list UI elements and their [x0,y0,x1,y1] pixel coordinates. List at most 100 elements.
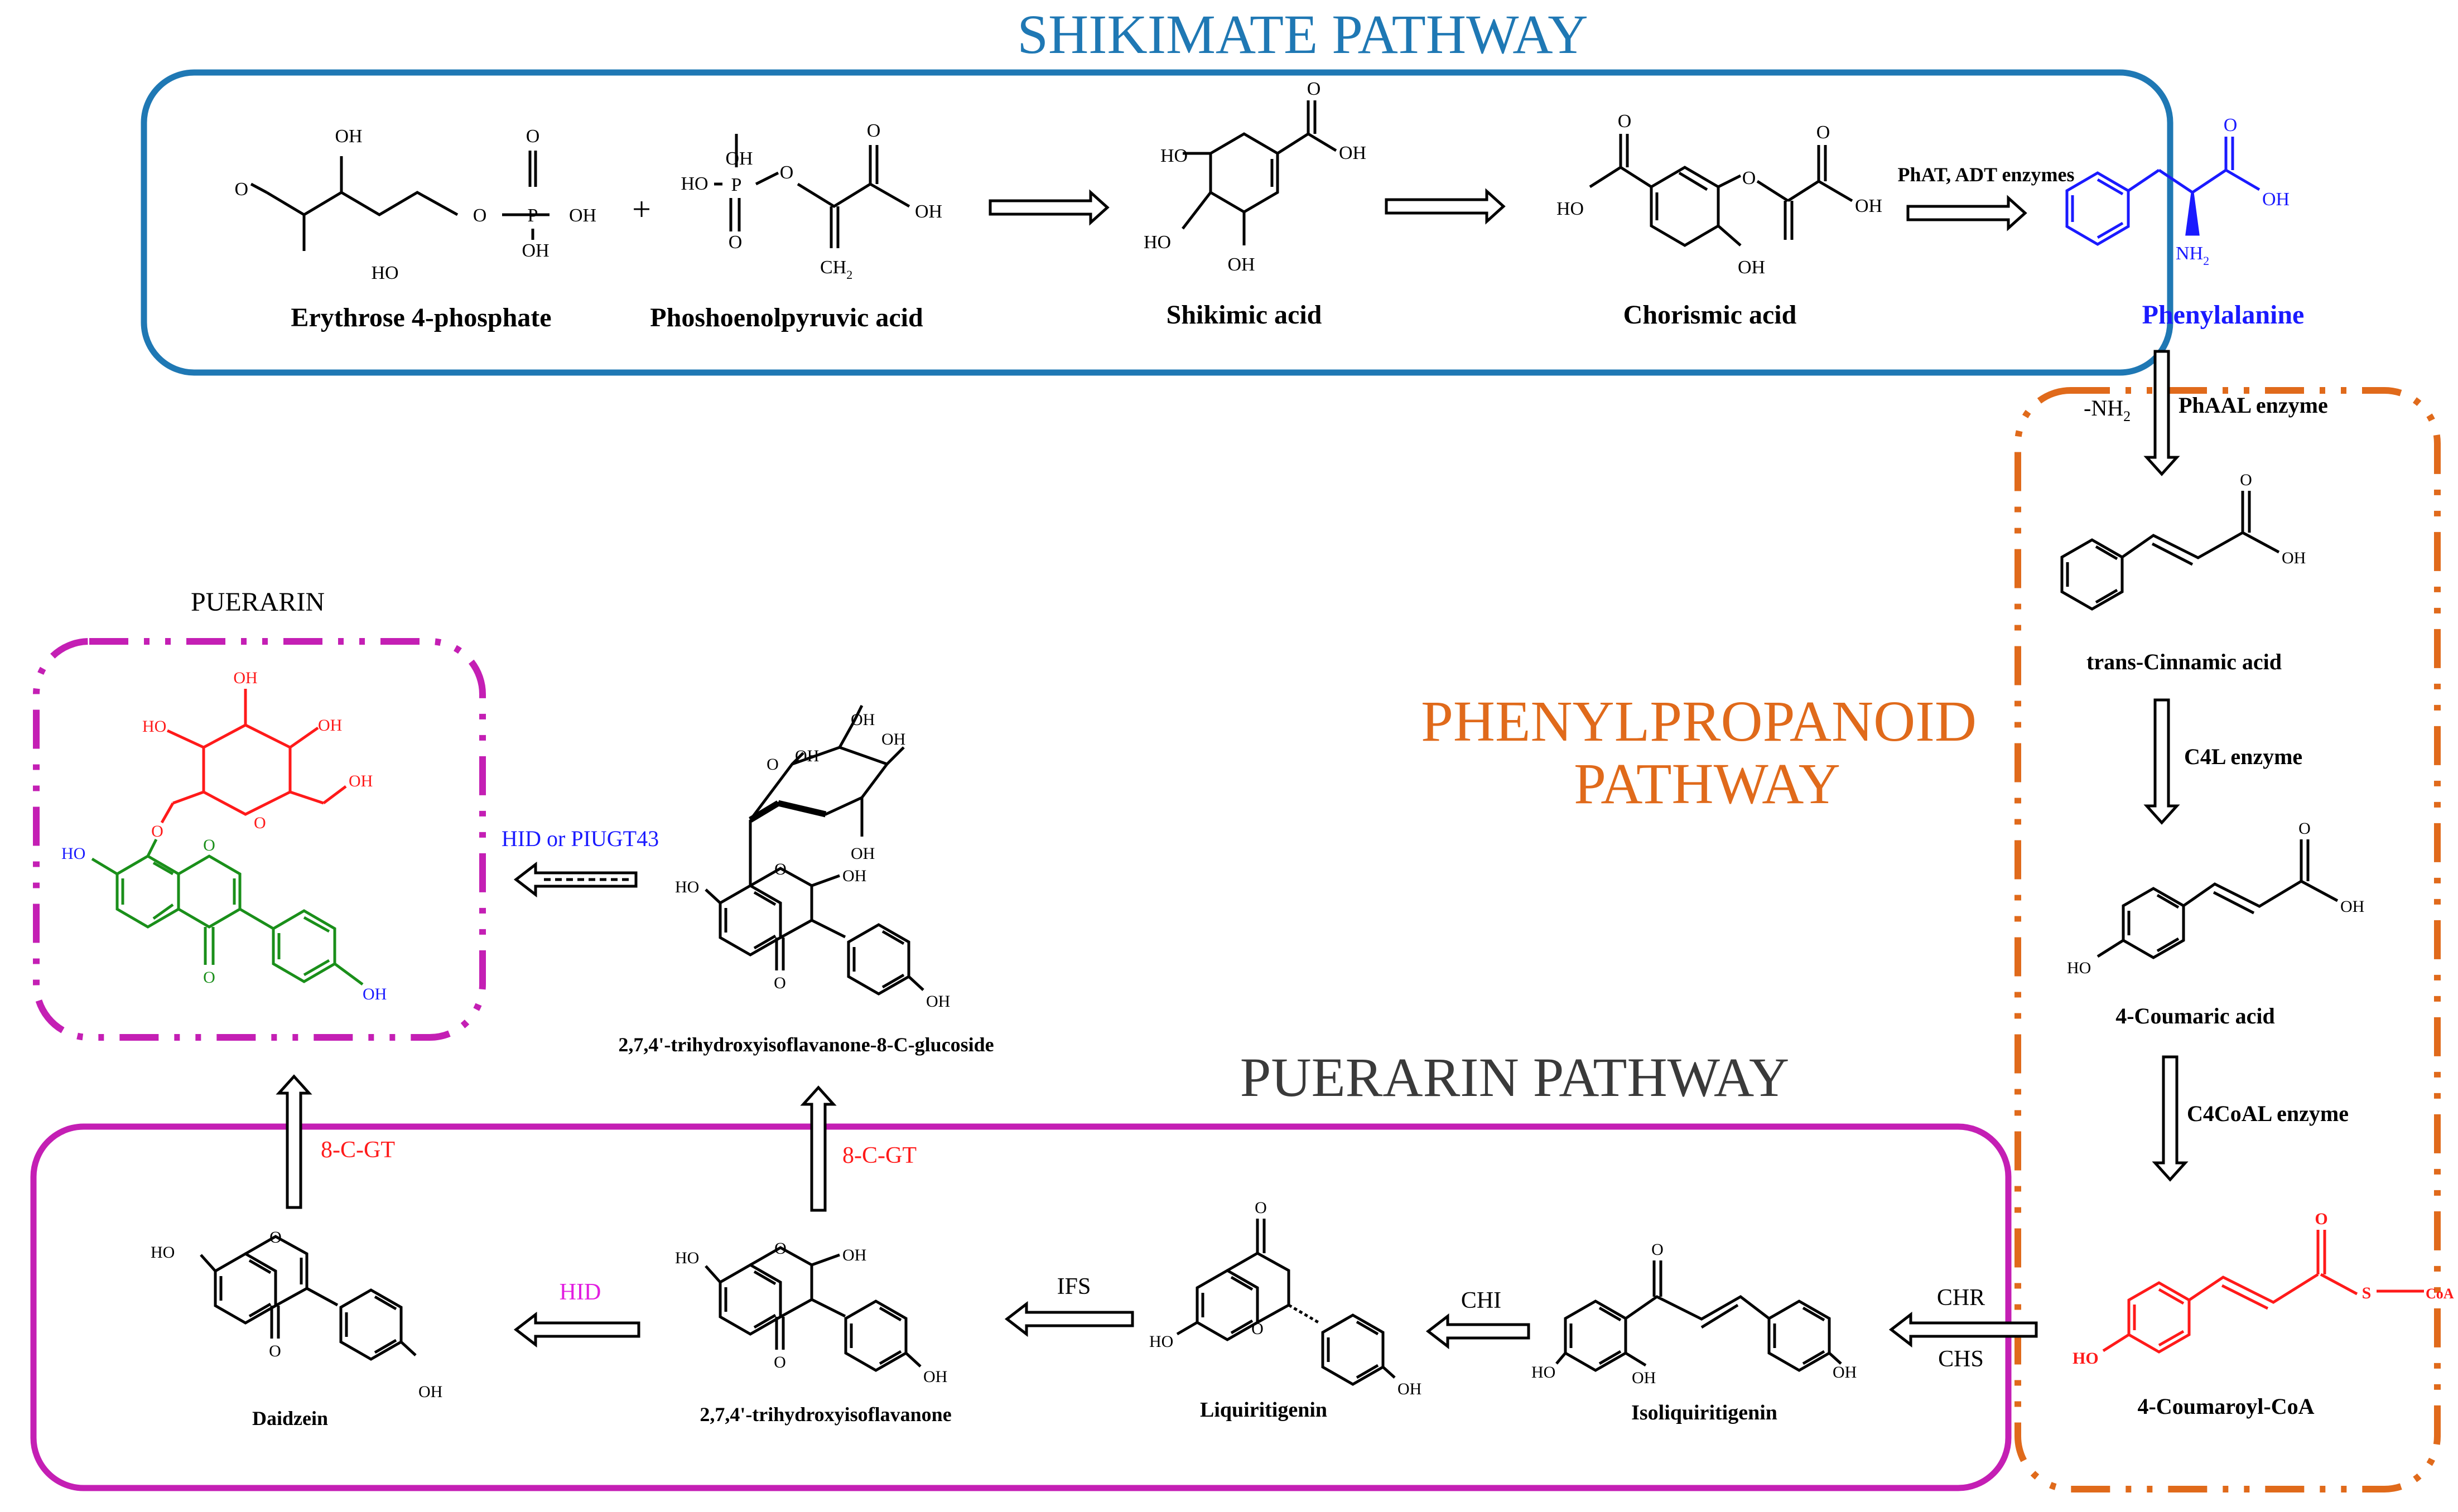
glucoside-ring-a [720,886,780,955]
enzyme-chs: CHS [1938,1346,1984,1372]
coumaric-label: 4-Coumaric acid [2115,1003,2275,1028]
glucoside-oh-c2: OH [842,867,866,885]
coumaroylcoa-coa: CoA [2426,1286,2454,1302]
pep-ch2: CH2 [820,257,852,282]
puerarin-glucose [166,689,347,816]
enzyme-chr: CHR [1937,1285,1985,1311]
liq-ring-c [1176,1219,1320,1336]
coumaric-ring [2123,888,2184,958]
isoliq-ring-a [1565,1301,1626,1370]
liq-o-top: O [1255,1199,1267,1217]
trihydroxy-ring-c [705,1246,846,1350]
shikimate-title: SHIKIMATE PATHWAY [1017,3,1588,65]
shikimic-ho-left: HO [1144,232,1171,253]
pep-structure [714,134,910,248]
phe-label: Phenylalanine [2142,300,2305,330]
arrow-pep-to-shikimic [989,189,1110,226]
e4p-oh-below: OH [522,240,549,261]
glucoside-ring-c [705,820,846,970]
phenylpropanoid-title-line1: PHENYLPROPANOID [1421,689,1977,753]
enzyme-phaal: PhAAL enzyme [2179,393,2328,418]
arrow-trihydroxy-to-glucoside [800,1085,837,1212]
glucoside-label: 2,7,4'-trihydroxyisoflavanone-8-C-glucos… [618,1033,994,1056]
arrow-shikimic-to-chorismic [1385,188,1506,225]
liq-oh: OH [1397,1380,1421,1398]
puerarin-link-o: O [151,822,163,840]
coumaric-ho: HO [2067,959,2091,977]
daidzein-ring-c [200,1235,339,1339]
glucoside-ho: HO [675,878,699,896]
coumaroylcoa-o: O [2315,1210,2327,1228]
trihydroxy-ho: HO [675,1249,699,1267]
chorismic-acid-structure [1589,134,1853,247]
enzyme-cgt-left: 8-C-GT [321,1137,395,1163]
e4p-o-top: O [526,126,540,147]
puerarin-pathway-title: PUERARIN PATHWAY [1240,1046,1789,1108]
isoliq-ho-left: HO [1531,1363,1555,1381]
enzyme-hid: HID [560,1279,601,1305]
cinnamic-oh: OH [2282,549,2306,567]
enzyme-phat-adt: PhAT, ADT enzymes [1897,163,2074,186]
liq-label: Liquiritigenin [1200,1398,1327,1422]
isoliq-chain [1555,1260,1842,1367]
e4p-aldehyde-o: O [234,179,248,200]
enzyme-c4coal: C4CoAL enzyme [2187,1101,2349,1126]
shikimic-label: Shikimic acid [1167,300,1322,330]
liq-ring-b [1323,1315,1383,1384]
daidzein-ring-b [341,1290,401,1359]
e4p-ester-o: O [473,205,487,226]
pep-label: Phoshoenolpyruvic acid [650,303,923,332]
coumaric-o: O [2298,819,2311,838]
cinnamic-ring [2062,540,2122,609]
arrow-glucoside-to-puerarin [513,861,638,898]
e4p-oh-top: OH [335,126,362,147]
puerarin-product-box [33,638,486,1041]
glucoside-sugar [749,704,924,991]
daidzein-oh-bond [400,1341,417,1356]
coumaric-oh: OH [2340,897,2364,916]
enzyme-nh2-removal: -NH2 [2084,395,2131,424]
phenylpropanoid-box [2014,387,2441,1492]
enzyme-ifs: IFS [1057,1274,1091,1300]
coumaroylcoa-ho: HO [2073,1349,2099,1368]
arrow-trihydroxy-to-daidzein [513,1311,640,1348]
phe-o: O [2224,115,2238,136]
coumaroylcoa-s: S [2362,1284,2372,1302]
glucoside-ring-b [849,925,909,994]
arrow-liq-to-trihydroxy [1004,1301,1134,1337]
chorismic-o-top2: O [1816,122,1830,143]
pep-ester-o: O [780,162,794,183]
puerarin-o-c4: O [203,968,215,987]
cinnamic-chain [2121,491,2280,566]
isoliq-o: O [1651,1240,1664,1259]
trihydroxy-oh-bond [905,1352,922,1368]
cinnamic-label: trans-Cinnamic acid [2086,649,2282,674]
isoliq-label: Isoliquiritigenin [1631,1401,1777,1424]
chorismic-oh-right: OH [1855,196,1882,216]
puerarin-glc-ring-o: O [254,814,266,832]
glucoside-sugar-oh1: OH [795,747,819,765]
chorismic-ho-left: HO [1556,199,1584,219]
daidzein-ho: HO [151,1243,175,1262]
enzyme-hid-piugt43: HID or PIUGT43 [502,826,659,851]
phenylpropanoid-title-line2: PATHWAY [1574,752,1840,816]
trihydroxy-ring-a [720,1265,780,1334]
pep-o-top: O [867,120,881,141]
liq-ring-o: O [1251,1320,1264,1338]
glucoside-sugar-oh3: OH [881,730,905,748]
glucoside-sugar-oh4: OH [851,711,875,729]
pep-oh-top: OH [725,148,753,169]
arrow-coumaric-to-coumaroylcoa [2152,1055,2189,1182]
puerarin-glc-ho-left: HO [142,717,166,736]
pep-ho-left: HO [681,173,708,194]
erythrose-4-phosphate-structure [250,151,550,251]
arrow-cinnamic-to-coumaric [2143,698,2180,825]
trihydroxy-ring-b [846,1301,906,1370]
arrow-phe-to-cinnamic [2143,350,2180,476]
chorismic-ether-o: O [1742,168,1756,189]
puerarin-ho: HO [61,844,85,863]
puerarin-isoflavone-core [91,838,364,986]
chorismic-oh-bottom: OH [1738,257,1765,278]
cinnamic-o: O [2240,471,2252,489]
trihydroxy-oh-b: OH [923,1368,947,1386]
